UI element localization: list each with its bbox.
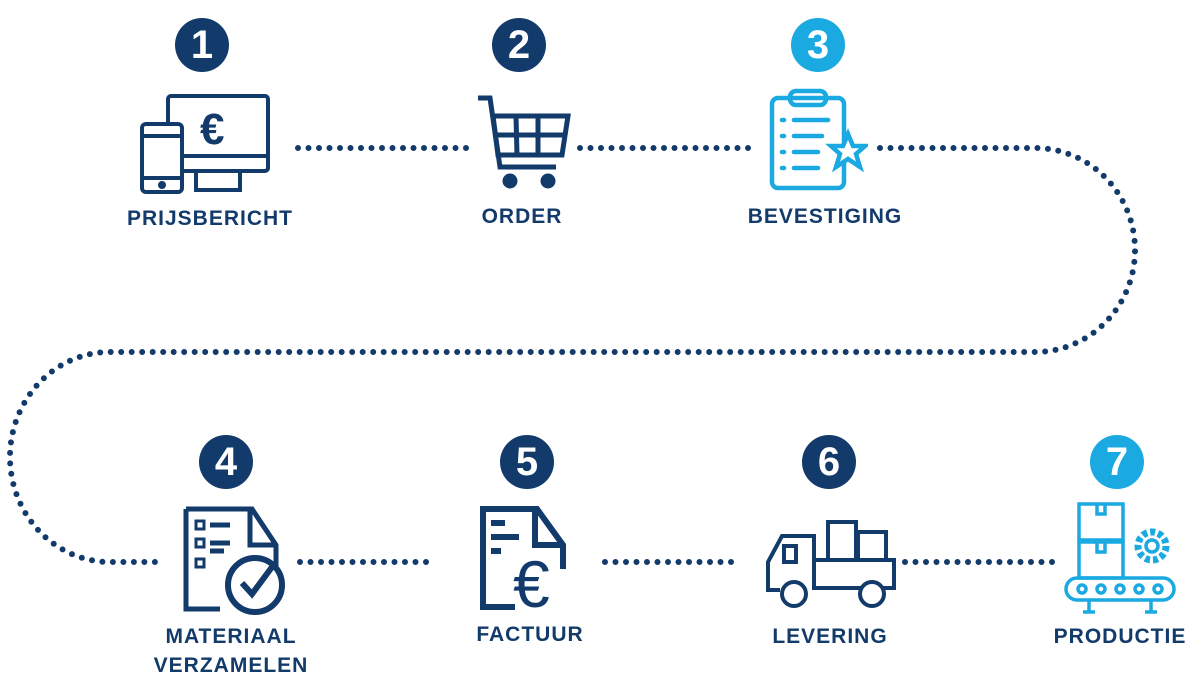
step-4-label-line1: MATERIAAL xyxy=(165,625,297,648)
step-7-label: PRODUCTIE xyxy=(1053,625,1187,648)
svg-text:€: € xyxy=(200,105,224,154)
step-6-label: LEVERING xyxy=(772,625,888,648)
step-7-badge: 7 xyxy=(1090,435,1144,489)
step-3-badge: 3 xyxy=(791,18,845,72)
step-4-badge: 4 xyxy=(199,435,253,489)
shopping-cart-icon xyxy=(478,95,571,189)
step-4-label: MATERIAAL VERZAMELEN xyxy=(154,622,309,680)
clipboard-star-icon xyxy=(769,88,868,191)
step-1-label: PRIJSBERICHT xyxy=(126,207,294,230)
svg-text:€: € xyxy=(513,547,550,611)
step-4-label-line2: VERZAMELEN xyxy=(153,654,309,677)
step-5-label: FACTUUR xyxy=(476,623,584,646)
step-2-label: ORDER xyxy=(481,205,563,228)
step-2-badge: 2 xyxy=(492,18,546,72)
price-message-devices-icon: € xyxy=(140,94,270,194)
invoice-euro-icon: € xyxy=(480,506,566,611)
step-6-badge: 6 xyxy=(802,435,856,489)
step-3-label: BEVESTIGING xyxy=(747,205,903,228)
step-1-badge: 1 xyxy=(175,18,229,72)
checklist-document-icon xyxy=(183,506,285,615)
step-5-badge: 5 xyxy=(500,435,554,489)
production-conveyor-icon xyxy=(1064,502,1176,614)
delivery-truck-icon xyxy=(766,520,896,608)
